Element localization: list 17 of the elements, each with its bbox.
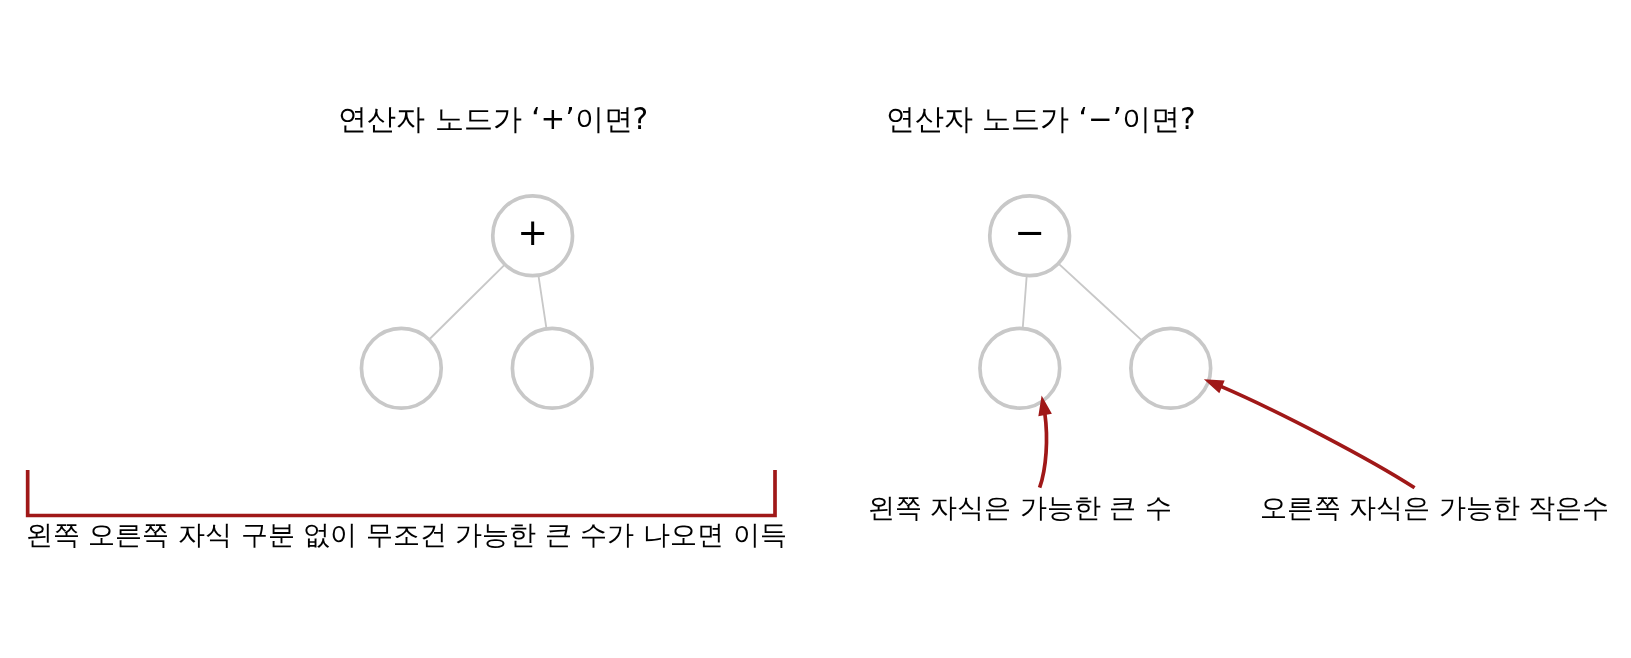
node-text: 왼쪽 자식은 가능한 큰 수 [867,491,1172,523]
label: 연산자 노드가 ‘−’이면? [885,101,1196,136]
connector [537,274,548,330]
label: 연산자 노드가 ‘+’이면? [338,101,649,136]
label: 왼쪽 오른쪽 자식 구분 없이 무조건 가능한 큰 수가 나오면 이득 [25,518,787,550]
arrow [1037,395,1052,489]
node-circle [510,326,594,410]
node-circle: + [490,194,575,278]
arrow [1203,379,1416,490]
connector [1021,274,1028,330]
connector [428,263,506,341]
node-circle [359,326,444,410]
node-text: 오른쪽 자식은 가능한 작은수 [1259,491,1610,523]
node-circle: − [987,194,1072,278]
node-circle [1129,326,1213,410]
node-circle [978,326,1062,410]
connector [1057,262,1143,342]
